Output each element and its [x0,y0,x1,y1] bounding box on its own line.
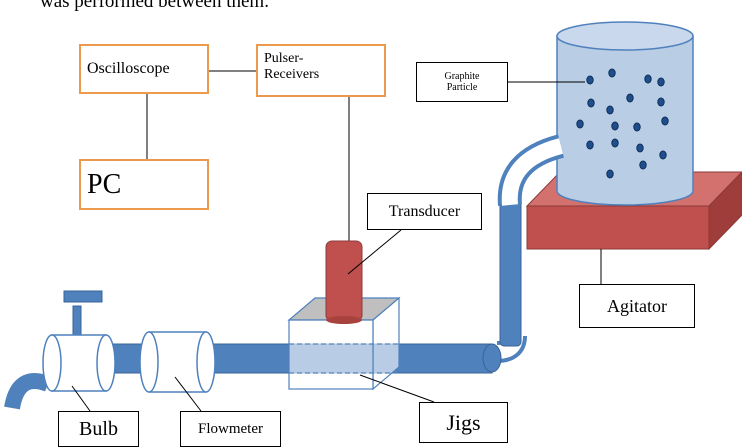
transducer-probe [325,240,363,324]
graphite-particle [659,150,667,160]
graphite-tank [556,21,694,206]
graphite-particle [608,68,616,78]
header-text: was performed between them. [40,0,269,12]
agitator-label: Agitator [579,284,695,328]
bulb-leader [71,385,91,412]
transducer-leader [347,229,402,275]
graphite-particle [611,138,619,148]
pulser-receivers-box: Pulser- Receivers [256,44,386,97]
graphite-particle [586,75,594,85]
graphite-particle [606,169,614,179]
flowmeter-label: Flowmeter [180,411,281,447]
jigs-leader [359,374,435,403]
bulb-label: Bulb [58,411,139,447]
bulb-valve [4,290,116,410]
graphite-particle [586,140,594,150]
graphite-particle [611,121,619,131]
flowmeter-body [139,331,216,393]
graphite-particle [636,143,644,153]
pc-box: PC [79,159,209,210]
graphite-particle-label: Graphite Particle [416,62,508,102]
oscilloscope-box: Oscilloscope [79,44,209,94]
graphite-particle [657,97,665,107]
graphite-particle [576,119,584,129]
graphite-particle [633,122,641,132]
graphite-particle [644,74,652,84]
graphite-particles [576,68,669,179]
graphite-particle [657,77,665,87]
graphite-particle [587,98,595,108]
transducer-label: Transducer [367,193,482,230]
graphite-particle [626,93,634,103]
jigs-label: Jigs [419,402,508,443]
graphite-particle [661,116,669,126]
graphite-particle [639,160,647,170]
graphite-particle [606,105,614,115]
flowmeter-leader [174,376,202,412]
